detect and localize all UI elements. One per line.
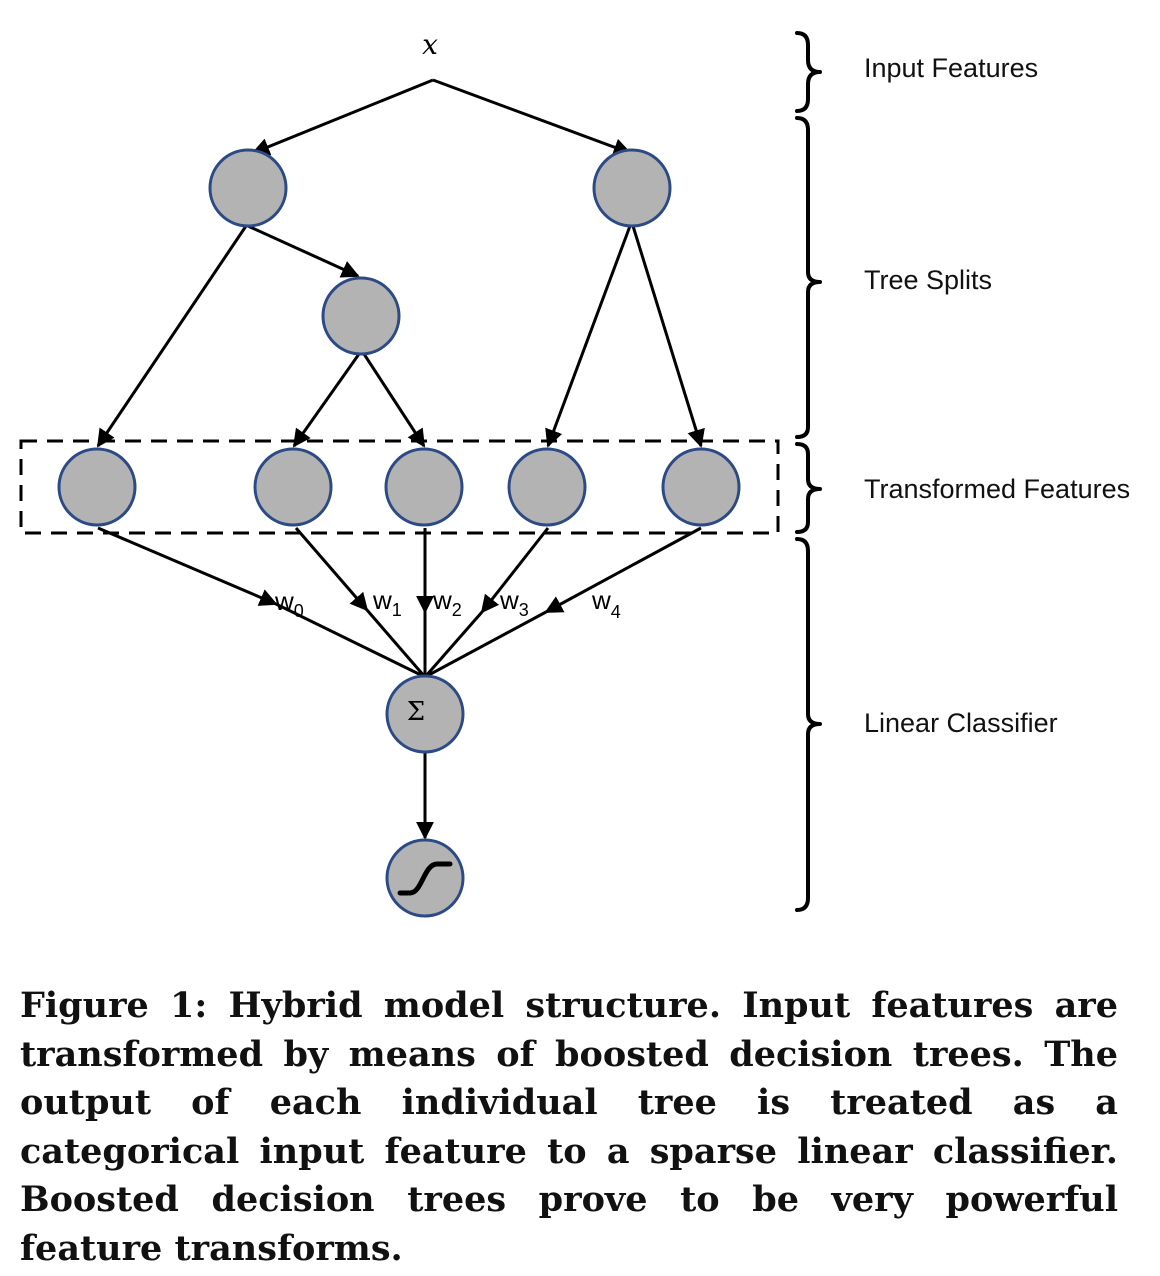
input-variable-label: x	[422, 28, 438, 61]
edges-tree-splits	[96, 224, 705, 448]
sigmoid-curve-icon	[397, 861, 453, 896]
sum-node	[385, 674, 465, 754]
transformed-features-box	[19, 439, 780, 535]
weight-label-w4: w4	[591, 585, 621, 622]
brace-linear-classifier	[795, 537, 822, 912]
weight-label-w3: w3	[499, 585, 529, 620]
edges-input-to-trees	[251, 78, 632, 156]
tree1-root-node	[208, 148, 288, 228]
label-transformed-features: Transformed Features	[864, 474, 1130, 504]
tree1-inner-node	[321, 276, 401, 356]
edge-leaf0-to-w0	[97, 526, 278, 606]
model-diagram: x Σ	[19, 28, 1130, 918]
leaf-node-2	[384, 447, 464, 527]
edge-x-to-tree1-root	[251, 78, 434, 156]
weight-labels: w0 w1 w2 w3 w4	[274, 585, 621, 622]
brace-transformed-features	[795, 442, 822, 534]
edge-tree2-root-to-leaf4	[631, 225, 705, 448]
edge-tree2-root-to-leaf3	[545, 225, 632, 448]
edge-leaf1-to-w1	[294, 527, 369, 612]
label-tree-splits: Tree Splits	[864, 265, 992, 295]
leaf-node-0	[57, 447, 137, 527]
edge-inner-to-leaf1	[292, 353, 361, 448]
leaf-node-1	[253, 447, 333, 527]
tree-nodes	[208, 148, 672, 356]
edges-leaves-to-sum	[97, 526, 702, 840]
figure-caption: Figure 1: Hybrid model structure. Input …	[20, 985, 1118, 1269]
sum-symbol: Σ	[407, 697, 425, 727]
leaf-node-3	[507, 447, 587, 527]
edge-inner-to-leaf2	[362, 353, 426, 448]
edge-w3-to-sum	[423, 611, 484, 678]
edge-w0-to-sum	[275, 602, 426, 679]
section-braces	[795, 31, 822, 912]
edge-tree1-root-to-inner	[247, 224, 360, 278]
edge-tree1-root-to-leaf0	[96, 225, 248, 448]
edge-w4-to-sum	[424, 610, 547, 679]
brace-input-features	[795, 31, 822, 113]
edge-x-to-tree2-root	[432, 78, 632, 156]
label-linear-classifier: Linear Classifier	[864, 708, 1058, 738]
leaf-nodes	[57, 447, 741, 527]
edge-leaf4-to-w4	[544, 526, 702, 614]
weight-label-w0: w0	[274, 586, 304, 621]
leaf-node-4	[661, 447, 741, 527]
edge-w1-to-sum	[365, 609, 427, 678]
weight-label-w1: w1	[372, 585, 402, 620]
label-input-features: Input Features	[864, 53, 1038, 83]
weight-label-w2: w2	[432, 585, 462, 620]
edge-leaf3-to-w3	[480, 527, 550, 614]
brace-tree-splits	[795, 116, 822, 439]
tree2-root-node	[592, 148, 672, 228]
